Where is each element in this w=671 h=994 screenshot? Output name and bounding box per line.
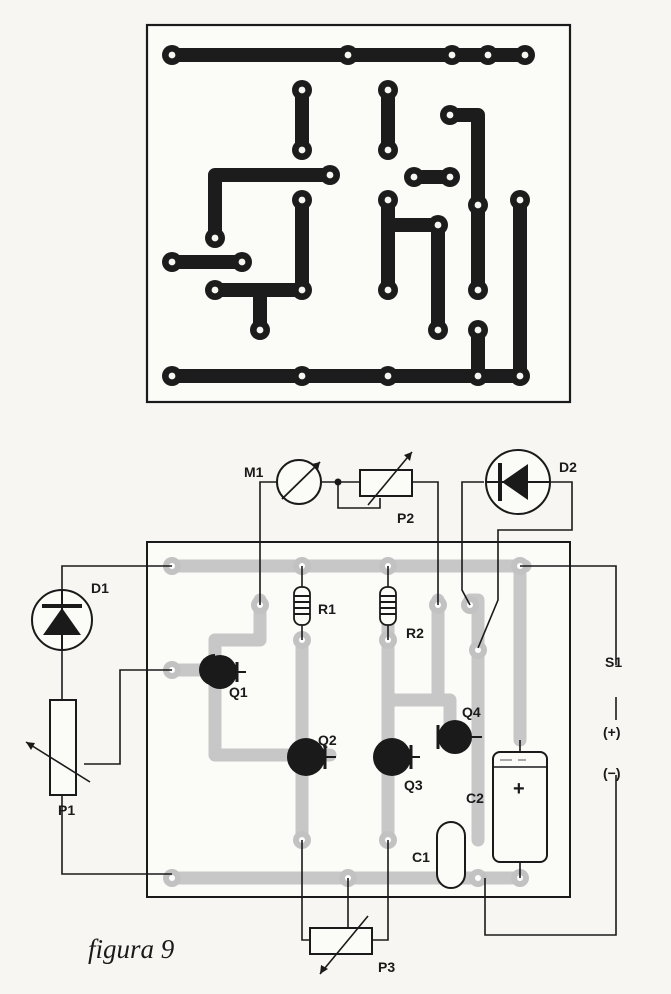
label-cap-plus: + — [513, 778, 525, 800]
label-p1: P1 — [58, 802, 75, 818]
label-p2: P2 — [397, 510, 414, 526]
label-q2: Q2 — [318, 732, 337, 748]
potentiometer-p3 — [309, 915, 373, 975]
transistor-q4 — [436, 720, 482, 754]
transistor-q2 — [287, 738, 336, 776]
transistor-q1 — [199, 654, 246, 689]
external-wires — [61, 478, 617, 941]
label-q4: Q4 — [462, 704, 481, 720]
label-m1: M1 — [244, 464, 264, 480]
label-q3: Q3 — [404, 777, 423, 793]
label-s1: S1 — [605, 654, 622, 670]
capacitor-c2 — [492, 740, 548, 878]
copper-pads — [162, 45, 535, 386]
label-r1: R1 — [318, 601, 336, 617]
label-minus: (−) — [603, 765, 621, 781]
diode-d2 — [485, 449, 551, 515]
label-r2: R2 — [406, 625, 424, 641]
resistor-r1 — [293, 566, 311, 640]
diode-d1 — [31, 589, 93, 651]
label-c2: C2 — [466, 790, 484, 806]
figure-caption: figura 9 — [88, 934, 175, 964]
label-d1: D1 — [91, 580, 109, 596]
label-c1: C1 — [412, 849, 430, 865]
label-plus: (+) — [603, 724, 621, 740]
label-p3: P3 — [378, 959, 395, 975]
potentiometer-p2 — [359, 451, 413, 506]
transistor-q3 — [373, 738, 420, 776]
label-q1: Q1 — [229, 684, 248, 700]
component-layout: M1 P2 D2 D1 R1 R2 S1 Q1 Q4 (+) Q2 (−) P1… — [25, 449, 622, 975]
component-labels: M1 P2 D2 D1 R1 R2 S1 Q1 Q4 (+) Q2 (−) P1… — [58, 459, 622, 975]
meter-m1 — [276, 459, 322, 505]
copper-layout — [145, 23, 572, 404]
label-d2: D2 — [559, 459, 577, 475]
resistor-r2 — [379, 566, 397, 640]
capacitor-c1 — [436, 821, 466, 889]
potentiometer-p1 — [25, 699, 91, 796]
